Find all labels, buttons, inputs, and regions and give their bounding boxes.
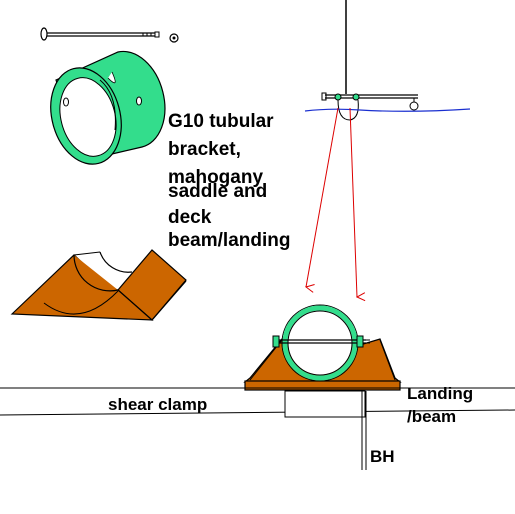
mast-assembly bbox=[321, 0, 419, 121]
landing-label-line1: Landing bbox=[407, 384, 473, 403]
nut-illustration bbox=[169, 33, 179, 43]
mahogany-saddle-illustration bbox=[10, 249, 187, 321]
g10-tube-illustration bbox=[50, 50, 166, 165]
title-line-4: saddle and bbox=[168, 181, 267, 202]
title-line-2: bracket, bbox=[168, 139, 241, 160]
shear-clamp-block bbox=[284, 390, 366, 418]
shear-clamp-label: shear clamp bbox=[108, 395, 207, 414]
installed-bolt bbox=[272, 335, 370, 348]
title-line-3: mahogany bbox=[168, 167, 263, 188]
arrow-right bbox=[349, 107, 357, 297]
title-line-1: G10 tubular bbox=[168, 111, 274, 132]
bh-label: BH bbox=[370, 447, 395, 466]
bolt-illustration bbox=[40, 27, 160, 41]
water-line bbox=[304, 108, 471, 112]
title-line-6: beam/landing bbox=[168, 230, 290, 251]
title-line-5: deck bbox=[168, 207, 212, 228]
title-text: G10 tubular bracket, mahogany bbox=[168, 111, 279, 188]
landing-label-line2: /beam bbox=[407, 407, 456, 426]
deck-beam-lines bbox=[0, 387, 515, 416]
arrow-left bbox=[306, 107, 339, 287]
bulkhead-lines bbox=[361, 391, 367, 470]
